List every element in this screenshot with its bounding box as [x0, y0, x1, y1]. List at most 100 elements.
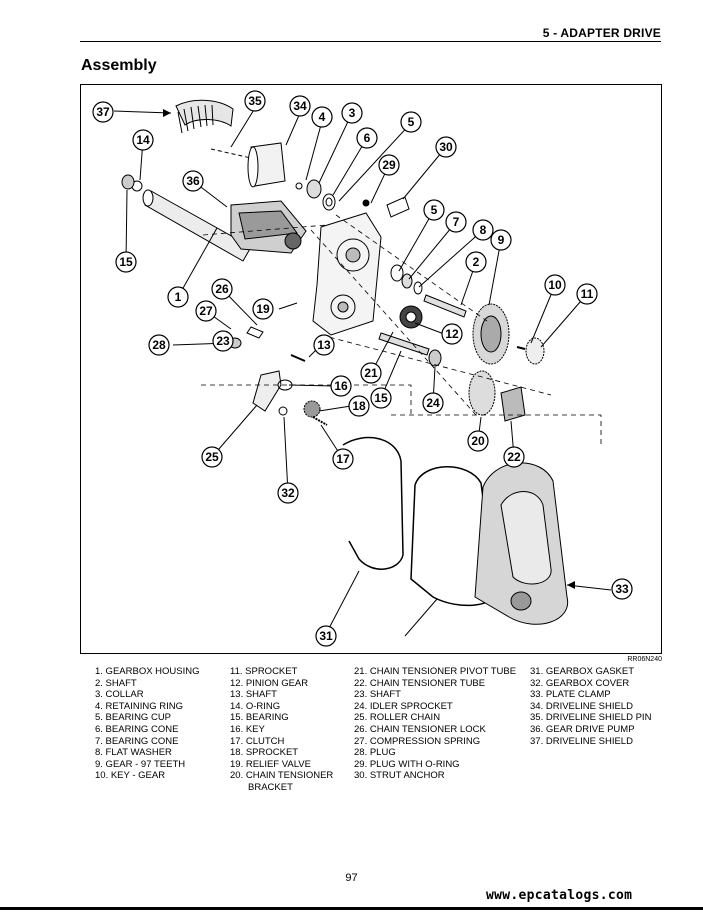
callout-17: 17: [332, 448, 354, 470]
callout-circle: [115, 251, 137, 273]
callout-circle: [313, 334, 335, 356]
legend-item: 15. BEARING: [230, 712, 289, 724]
callout-circle: [348, 395, 370, 417]
callout-circle: [148, 334, 170, 356]
callout-label: 21: [364, 366, 378, 380]
callout-31: 31: [315, 625, 337, 647]
callout-36: 36: [182, 170, 204, 192]
callout-circle: [576, 283, 598, 305]
callout-label: 4: [319, 110, 326, 124]
legend-item: 7. BEARING CONE: [95, 735, 179, 747]
header-rule: [80, 41, 661, 42]
legend-item: 14. O-RING: [230, 700, 281, 712]
callout-circle: [244, 90, 266, 112]
callout-33: 33: [611, 578, 633, 600]
callout-label: 9: [498, 233, 505, 247]
callout-label: 35: [248, 94, 262, 108]
callout-label: 10: [548, 278, 562, 292]
callout-34: 34: [289, 95, 311, 117]
callout-label: 26: [215, 282, 229, 296]
callout-label: 23: [216, 334, 230, 348]
callout-label: 19: [256, 302, 270, 316]
callout-label: 15: [374, 391, 388, 405]
footer-url[interactable]: www.epcatalogs.com: [486, 888, 633, 903]
callout-circle: [503, 446, 525, 468]
callout-circle: [611, 578, 633, 600]
legend-item: 21. CHAIN TENSIONER PIVOT TUBE: [354, 666, 517, 677]
legend-item: 36. GEAR DRIVE PUMP: [530, 723, 635, 735]
legend-item: 2. SHAFT: [95, 677, 137, 689]
callout-24: 24: [422, 392, 444, 414]
callout-label: 2: [473, 255, 480, 269]
callout-19: 19: [252, 298, 274, 320]
callout-18: 18: [348, 395, 370, 417]
callout-circle: [356, 127, 378, 149]
callout-26: 26: [211, 278, 233, 300]
legend-item: 33. PLATE CLAMP: [530, 689, 611, 701]
callout-circle: [330, 375, 352, 397]
callout-label: 5: [408, 115, 415, 129]
legend-item: BRACKET: [248, 781, 293, 793]
callout-7: 7: [445, 211, 467, 233]
figure-code: RR06N240: [627, 656, 662, 663]
callout-1: 1: [167, 286, 189, 308]
callout-37: 37: [92, 101, 114, 123]
callout-circle: [445, 211, 467, 233]
legend-item: 5. BEARING CUP: [95, 712, 172, 724]
legend-item: 27. COMPRESSION SPRING: [354, 735, 481, 747]
callout-label: 12: [445, 327, 459, 341]
legend-column-3: 21. CHAIN TENSIONER PIVOT TUBE 22. CHAIN…: [354, 666, 516, 782]
callout-label: 13: [317, 338, 331, 352]
callout-label: 14: [136, 133, 150, 147]
callout-label: 29: [382, 158, 396, 172]
legend-column-1: 1. GEARBOX HOUSING 2. SHAFT 3. COLLAR 4.…: [95, 666, 200, 782]
callout-circle: [311, 106, 333, 128]
callout-22: 22: [503, 446, 525, 468]
callout-label: 22: [507, 450, 521, 464]
callout-circle: [182, 170, 204, 192]
callout-27: 27: [195, 300, 217, 322]
callout-circle: [167, 286, 189, 308]
legend-item: 17. CLUTCH: [230, 735, 285, 747]
callout-label: 20: [471, 434, 485, 448]
legend-item: 30. STRUT ANCHOR: [354, 770, 445, 782]
legend-item: 6. BEARING CONE: [95, 723, 179, 735]
callout-circle: [467, 430, 489, 452]
callout-circle: [92, 101, 114, 123]
callout-circle: [201, 446, 223, 468]
callout-label: 31: [319, 629, 333, 643]
callout-23: 23: [212, 330, 234, 352]
legend-item: 8. FLAT WASHER: [95, 747, 172, 759]
callout-circle: [490, 229, 512, 251]
callout-label: 37: [96, 105, 110, 119]
legend-column-2: 11. SPROCKET 12. PINION GEAR 13. SHAFT 1…: [230, 666, 333, 794]
callout-label: 3: [349, 106, 356, 120]
callout-13: 13: [313, 334, 335, 356]
page-title: Assembly: [81, 57, 157, 74]
callout-14: 14: [132, 129, 154, 151]
callout-label: 11: [581, 287, 594, 301]
callout-12: 12: [441, 323, 463, 345]
callout-label: 33: [615, 582, 629, 596]
legend-item: 19. RELIEF VALVE: [230, 758, 311, 770]
callout-35: 35: [244, 90, 266, 112]
callout-5: 5: [400, 111, 422, 133]
page-number: 97: [345, 872, 358, 884]
callout-3: 3: [341, 102, 363, 124]
callout-25: 25: [201, 446, 223, 468]
callout-circle: [465, 251, 487, 273]
callout-label: 28: [152, 338, 166, 352]
legend-item: 35. DRIVELINE SHIELD PIN: [530, 712, 652, 724]
callout-circle: [360, 362, 382, 384]
callout-circle: [195, 300, 217, 322]
footer-rule: [0, 907, 703, 910]
callout-circle: [422, 392, 444, 414]
callout-label: 7: [453, 215, 460, 229]
callout-11: 11: [576, 283, 598, 305]
legend-item: 1. GEARBOX HOUSING: [95, 666, 200, 677]
callout-16: 16: [330, 375, 352, 397]
callout-circle: [400, 111, 422, 133]
callout-2: 2: [465, 251, 487, 273]
callout-label: 24: [426, 396, 440, 410]
callout-circle: [132, 129, 154, 151]
